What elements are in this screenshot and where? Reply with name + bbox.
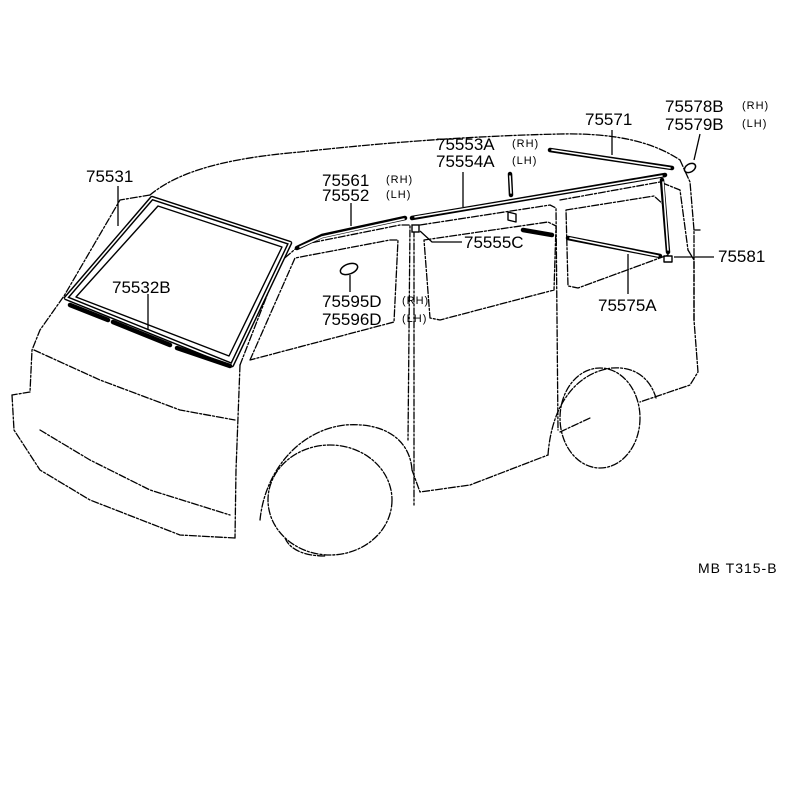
part-number-label: 75561 bbox=[322, 171, 369, 190]
quarter-emblem bbox=[339, 262, 359, 276]
part-number-label: 75596D bbox=[322, 310, 382, 329]
callout-75554a: 75554A (LH) bbox=[436, 152, 537, 171]
callout-75595d: 75595D (RH) bbox=[322, 292, 429, 311]
callout-75552: 75552 (LH) bbox=[322, 186, 411, 205]
windshield-weatherstrip bbox=[63, 195, 293, 368]
side-label: (LH) bbox=[402, 313, 427, 325]
side-label: (RH) bbox=[386, 174, 413, 186]
part-number-label: 75579B bbox=[665, 115, 724, 134]
callout-75555c: 75555C bbox=[464, 233, 524, 252]
middle-roof-drip-moulding bbox=[409, 172, 668, 221]
part-number-label: 75571 bbox=[585, 110, 632, 129]
callout-75579b: 75579B (LH) bbox=[665, 115, 767, 134]
rear-roof-drip-moulding bbox=[547, 147, 675, 171]
roof-moulding-end-cap bbox=[683, 162, 697, 174]
part-number-label: 75595D bbox=[322, 292, 382, 311]
rear-pillar-moulding bbox=[659, 177, 673, 263]
part-number-label: 75578B bbox=[665, 97, 724, 116]
parts bbox=[63, 147, 697, 369]
part-number-label: 75531 bbox=[86, 167, 133, 186]
callout-75578b: 75578B (RH) bbox=[665, 97, 769, 116]
leader-lines bbox=[117, 130, 714, 330]
side-label: (RH) bbox=[512, 138, 539, 150]
sliding-door-clip bbox=[507, 171, 517, 223]
clip-75555c bbox=[411, 224, 420, 233]
callout-75561: 75561 (RH) bbox=[322, 171, 413, 190]
callout-75575a: 75575A bbox=[598, 296, 657, 315]
windshield-lower-moulding bbox=[67, 302, 233, 369]
side-label: (LH) bbox=[512, 155, 537, 167]
part-number-label: 75552 bbox=[322, 186, 369, 205]
part-number-label: 75555C bbox=[464, 233, 524, 252]
part-number-label: 75575A bbox=[598, 296, 657, 315]
callout-75553a: 75553A (RH) bbox=[436, 135, 539, 154]
side-label: (LH) bbox=[386, 189, 411, 201]
callout-75596d: 75596D (LH) bbox=[322, 310, 427, 329]
part-number-label: 75532B bbox=[112, 278, 171, 297]
callout-75532b: 75532B bbox=[112, 278, 171, 297]
callout-75581: 75581 bbox=[718, 247, 765, 266]
callout-75571: 75571 bbox=[585, 110, 632, 129]
side-label: (RH) bbox=[742, 100, 769, 112]
belt-moulding bbox=[520, 227, 663, 259]
diagram-code: MB T315-B bbox=[698, 560, 778, 576]
front-roof-drip-moulding bbox=[294, 215, 408, 251]
part-number-label: 75554A bbox=[436, 152, 495, 171]
part-number-label: 75581 bbox=[718, 247, 765, 266]
side-label: (RH) bbox=[402, 295, 429, 307]
part-number-label: 75553A bbox=[436, 135, 495, 154]
callout-75531: 75531 bbox=[86, 167, 133, 186]
side-label: (LH) bbox=[742, 118, 767, 130]
